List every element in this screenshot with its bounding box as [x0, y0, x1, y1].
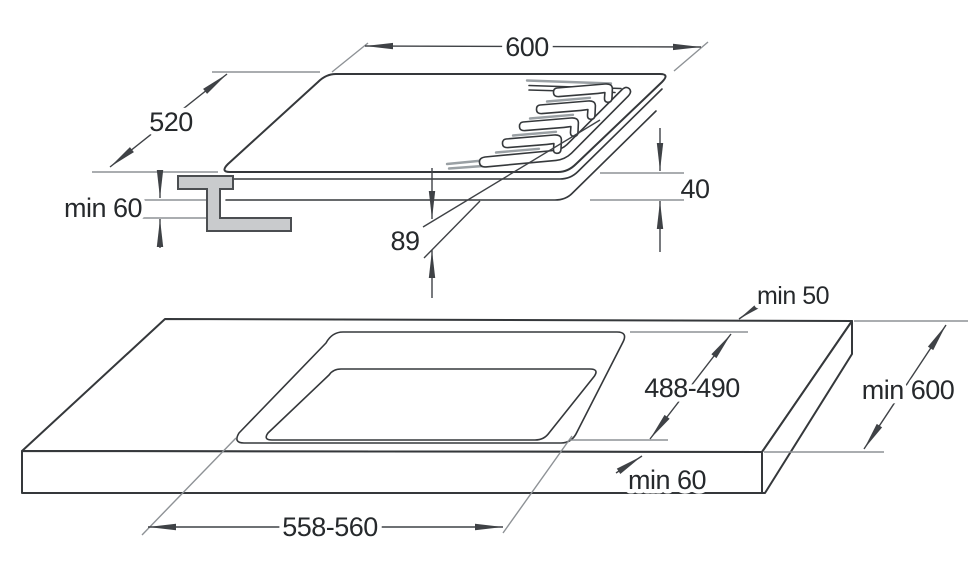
extension-line: [423, 200, 481, 259]
dim-hob-width-label: 600: [505, 32, 549, 62]
worktop-view: 558-560 488-490 min 600 min 50 min 60: [21, 278, 968, 547]
extension-line: [141, 437, 237, 536]
pan-support: [445, 79, 632, 170]
mounting-bracket: [177, 175, 292, 232]
dim-hob-overall-height: 89: [386, 119, 601, 298]
leader-arrow: [738, 300, 764, 320]
dimension-line: [364, 42, 702, 51]
extension-line: [673, 41, 709, 72]
dim-hob-depth-label: 520: [149, 107, 193, 137]
dim-cutout-depth: 488-490: [570, 331, 748, 441]
cutout-opening: [236, 331, 626, 444]
dim-front-distance: min 60: [615, 455, 711, 500]
hob-view: 600 520 min 60 40: [59, 28, 715, 298]
dim-cutout-width-label: 558-560: [282, 512, 378, 542]
pan-support-front-shadow: [447, 164, 485, 170]
dim-rear-distance: min 50: [738, 278, 834, 320]
pan-support-front-shadow: [445, 159, 485, 166]
dim-hob-width: 600: [331, 28, 709, 73]
dimension-line: [863, 324, 947, 450]
dim-hob-clearance-below: min 60: [59, 170, 206, 248]
pan-support-back-shadow: [525, 79, 613, 85]
dim-front-distance-label: min 60: [628, 465, 706, 495]
extension-line: [502, 435, 573, 534]
extension-line: [331, 42, 369, 73]
cutout-inner-edge: [265, 368, 597, 441]
dim-worktop-depth-label: min 600: [862, 375, 955, 405]
hob-glass-edge: [223, 88, 663, 180]
dim-hob-depth: 520: [92, 71, 320, 173]
dimension-line: [649, 333, 732, 440]
hob-body: [225, 110, 657, 201]
leader-arrow: [615, 455, 643, 475]
dim-cutout-width: 558-560: [141, 435, 573, 547]
dim-hob-clearance-label: min 60: [64, 193, 142, 223]
dim-hob-body-height-label: 40: [680, 174, 709, 204]
dim-hob-body-height: 40: [590, 128, 715, 252]
dim-worktop-depth: min 600: [764, 320, 968, 453]
dim-cutout-depth-label: 488-490: [644, 373, 740, 403]
dim-rear-distance-label: min 50: [757, 282, 829, 310]
worktop-right-face: [761, 320, 853, 494]
dimension-line: [109, 73, 228, 168]
dim-hob-overall-height-label: 89: [390, 226, 419, 256]
extension-line: [422, 119, 601, 228]
